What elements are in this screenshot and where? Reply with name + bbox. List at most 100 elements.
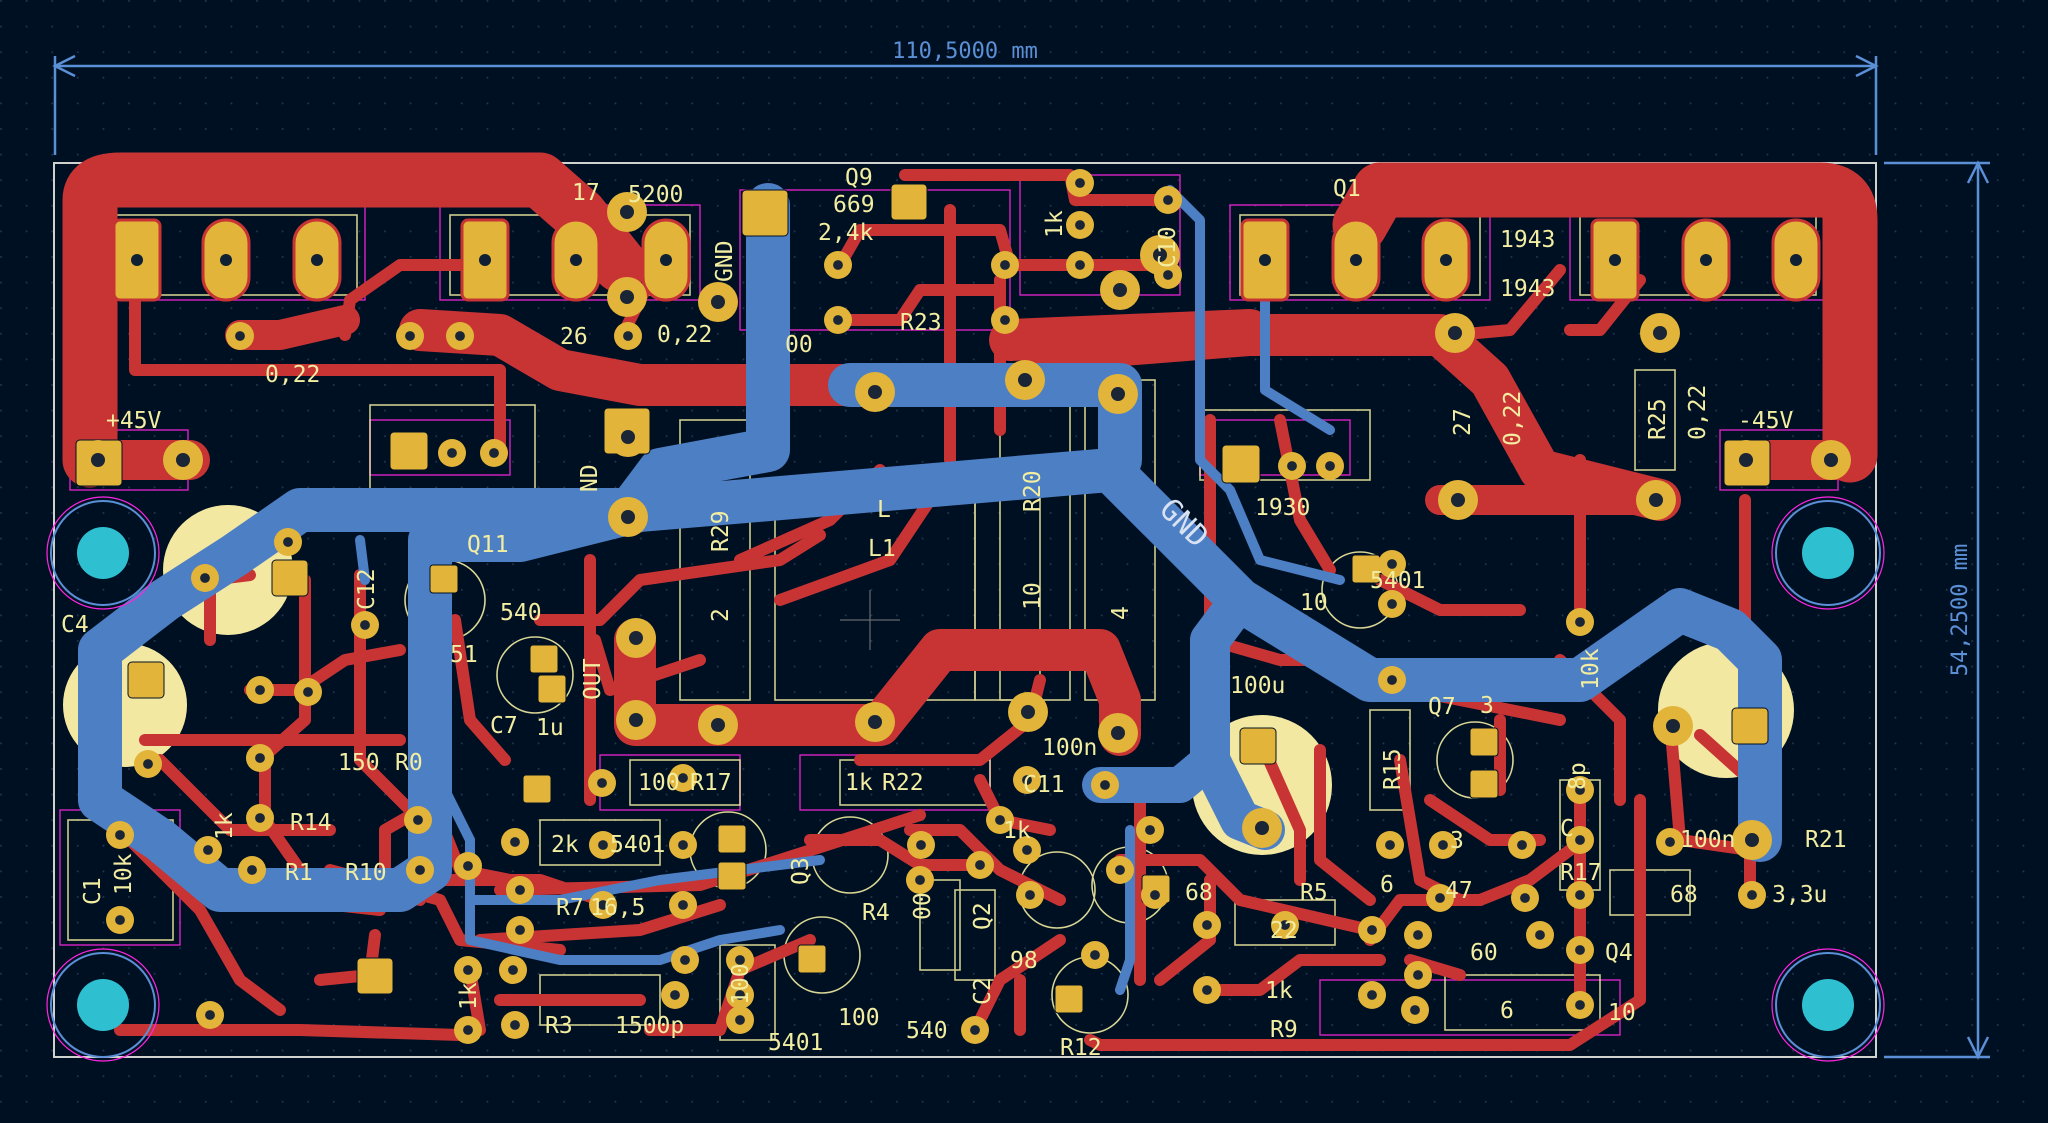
pad[interactable] (1221, 444, 1261, 484)
silk-label: R3 (545, 1013, 573, 1039)
silk-label: Q11 (467, 532, 509, 558)
pad-hole (1387, 599, 1397, 609)
silk-label: ND (577, 464, 603, 492)
pad-hole (711, 295, 725, 309)
silk-label: 1k (845, 770, 873, 796)
pad-hole (463, 1025, 473, 1035)
pad[interactable] (717, 824, 747, 854)
silk-label: 2,4k (818, 220, 874, 246)
silk-label: 150 (338, 750, 380, 776)
pad-hole (1665, 837, 1675, 847)
pad-hole (598, 840, 608, 850)
pad-hole (1153, 248, 1167, 262)
pad-hole (1575, 617, 1585, 627)
pad[interactable] (356, 957, 394, 995)
pad-hole (255, 685, 265, 695)
pad-hole (629, 713, 643, 727)
pad-hole (1075, 260, 1085, 270)
pad[interactable] (389, 431, 429, 471)
silk-label: R20 (1020, 470, 1046, 512)
silk-label: 540 (500, 600, 542, 626)
pad[interactable] (429, 564, 459, 594)
pad[interactable] (890, 183, 928, 221)
round-pads (78, 169, 1851, 1044)
pad-hole (455, 331, 465, 341)
silk-label: 1943 (1500, 276, 1555, 302)
pad-hole (463, 965, 473, 975)
pad[interactable] (717, 861, 747, 891)
silk-label: R17 (1560, 860, 1602, 886)
pad-hole (1280, 920, 1290, 930)
pad-hole (1575, 1000, 1585, 1010)
pad[interactable] (1469, 769, 1499, 799)
pad-hole (868, 715, 882, 729)
silk-label: C (1560, 816, 1574, 842)
silk-label: 10 (1020, 582, 1046, 610)
silk-label: 1k (1003, 818, 1031, 844)
pad[interactable] (537, 674, 567, 704)
pad-hole (1385, 840, 1395, 850)
pad[interactable] (522, 774, 552, 804)
silk-label: R21 (1805, 827, 1847, 853)
pad-hole (678, 840, 688, 850)
silk-label: 5200 (628, 182, 683, 208)
pad-hole (115, 830, 125, 840)
pad-hole (1163, 270, 1173, 280)
silk-label: 5401 (1370, 568, 1425, 594)
crosshair-icon (840, 590, 900, 650)
pad-hole (515, 925, 525, 935)
pad-hole (510, 837, 520, 847)
silk-label: 6 (1380, 872, 1394, 898)
pad-hole (115, 915, 125, 925)
silk-label: 669 (833, 192, 875, 218)
silk-label: 100 (728, 963, 754, 1005)
silk-label: 98 (1010, 948, 1038, 974)
silk-label: 0,22 (265, 362, 320, 388)
pad-hole (1413, 930, 1423, 940)
silk-label: C10 (1155, 226, 1181, 268)
pad[interactable] (741, 189, 789, 237)
pad-hole (1451, 493, 1465, 507)
silk-label: 1k (1042, 210, 1068, 238)
pad-hole (1025, 890, 1035, 900)
pad[interactable] (271, 559, 309, 597)
pad-hole (678, 900, 688, 910)
mounting-hole-icon (1771, 948, 1885, 1062)
silk-label: R4 (862, 900, 890, 926)
silk-label: C4 (61, 612, 89, 638)
silk-label: +45V (106, 408, 162, 434)
silk-label: 2 (708, 608, 734, 622)
silk-label: 27 (1450, 408, 1476, 436)
pad-hole (1150, 890, 1160, 900)
pad-hole (203, 845, 213, 855)
pad[interactable] (127, 661, 165, 699)
pad[interactable] (797, 944, 827, 974)
pad[interactable] (1054, 984, 1084, 1014)
silk-label: 1943 (1500, 227, 1555, 253)
mounting-hole-icon (1771, 496, 1885, 610)
pad[interactable] (1239, 727, 1277, 765)
silk-label: L (877, 497, 891, 523)
silk-label: R5 (1300, 880, 1328, 906)
pad-hole (1021, 705, 1035, 719)
silk-label: R15 (1380, 748, 1406, 790)
pad-hole (1022, 775, 1032, 785)
pad-holes-large (131, 254, 1802, 266)
pad-hole (143, 759, 153, 769)
pad[interactable] (1469, 727, 1499, 757)
silk-label: 16,5 (590, 895, 645, 921)
silk-label: C12 (354, 568, 380, 610)
board-edge-cuts (53, 162, 1877, 1058)
silk-label: 100 (638, 770, 680, 796)
silk-label: GND (712, 240, 738, 282)
pad-hole (620, 205, 634, 219)
pad[interactable] (1731, 707, 1769, 745)
pad[interactable] (529, 644, 559, 674)
silk-label: 1500p (615, 1013, 684, 1039)
pad-hole (1255, 821, 1269, 835)
pad-hole (680, 955, 690, 965)
pad-hole (1287, 461, 1297, 471)
pad-hole (413, 815, 423, 825)
pad-hole (1413, 970, 1423, 980)
